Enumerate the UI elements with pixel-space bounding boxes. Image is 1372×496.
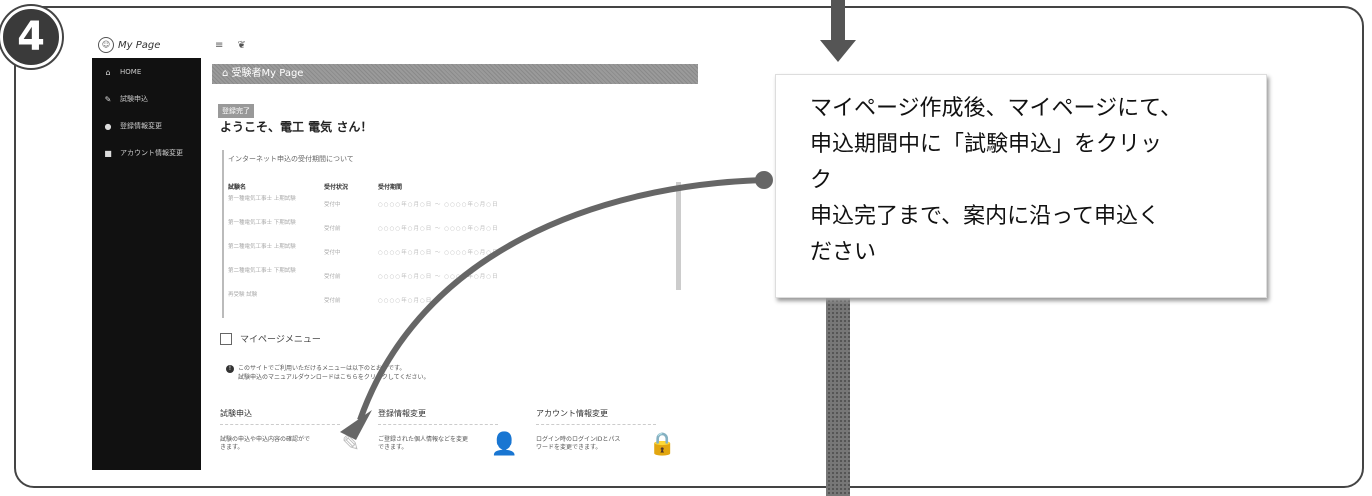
exam-status: 受付前 <box>324 298 341 304</box>
menu-heading-label: マイページメニュー <box>240 335 321 345</box>
exam-period: ○○○○年○月○日 ～ <box>378 298 442 304</box>
mypage-screenshot: ☺ My Page ⌂ HOME ✎ 試験申込 ● 登録情報変更 ■ アカウント… <box>92 32 704 470</box>
card-description: 試験の申込や申込内容の確認ができます。 <box>220 436 311 451</box>
exam-name: 第一種電気工事士 上期試験 <box>228 196 296 202</box>
menu-toggle-icon[interactable]: ≡ <box>215 39 224 51</box>
home-icon: ⌂ <box>105 67 111 77</box>
card-description: ご登録された個人情報などを変更できます。 <box>378 436 469 451</box>
info-icon: ! <box>226 365 234 373</box>
user-icon: ● <box>104 121 112 131</box>
exam-name: 第二種電気工事士 下期試験 <box>228 268 296 274</box>
page-title-banner: ⌂ 受験者My Page <box>212 64 698 84</box>
sidebar-item-exam-apply[interactable]: ✎ 試験申込 <box>92 91 201 107</box>
notice-title: インターネット申込の受付期間について <box>228 155 354 163</box>
card-account[interactable]: アカウント情報変更 ログイン時のログインIDとパスワードを変更できます。 🔒 <box>536 408 686 466</box>
flow-arrow-down <box>820 0 856 496</box>
sidebar-item-profile[interactable]: ● 登録情報変更 <box>92 118 201 134</box>
exam-status: 受付前 <box>324 274 341 280</box>
menu-heading: マイページメニュー <box>220 332 321 345</box>
card-description: ログイン時のログインIDとパスワードを変更できます。 <box>536 436 621 451</box>
table-row: 第二種電気工事士 下期試験 受付前 ○○○○年○月○日 ～ ○○○○年○月○日 <box>228 268 668 286</box>
pencil-icon: ✎ <box>104 94 112 104</box>
card-title: 試験申込 <box>220 409 252 418</box>
lock-icon: 🔒 <box>648 432 676 457</box>
logo-icon: ☺ <box>98 37 114 53</box>
exam-name: 第二種電気工事士 上期試験 <box>228 244 296 250</box>
info-message: ! このサイトでご利用いただけるメニューは以下のとおりです。 試験申込のマニュアル… <box>226 364 429 382</box>
instruction-text: マイページ作成後、マイページにて、 申込期間中に「試験申込」をクリッ ク 申込完… <box>810 96 1183 265</box>
brand-label: My Page <box>118 39 161 51</box>
exam-period: ○○○○年○月○日 ～ ○○○○年○月○日 <box>378 202 499 208</box>
welcome-message: ようこそ、電工 電気 さん！ <box>220 120 373 134</box>
table-row: 再受験 試験 受付前 ○○○○年○月○日 ～ <box>228 292 668 310</box>
exam-status: 受付前 <box>324 226 341 232</box>
card-title: 登録情報変更 <box>378 409 426 418</box>
table-row: 第一種電気工事士 下期試験 受付前 ○○○○年○月○日 ～ ○○○○年○月○日 <box>228 220 668 238</box>
exam-name: 第一種電気工事士 下期試験 <box>228 220 296 226</box>
exam-period: ○○○○年○月○日 ～ ○○○○年○月○日 <box>378 226 499 232</box>
divider <box>378 424 498 425</box>
divider <box>220 424 340 425</box>
info-text: このサイトでご利用いただけるメニューは以下のとおりです。 試験申込のマニュアルダ… <box>238 365 430 381</box>
scrollbar[interactable] <box>676 182 681 290</box>
table-row: 第二種電気工事士 上期試験 受付中 ○○○○年○月○日 ～ ○○○○年○月○日 <box>228 244 668 262</box>
step-number-badge: 4 <box>0 6 62 68</box>
sidebar-item-home[interactable]: ⌂ HOME <box>92 64 201 80</box>
status-badge: 登録完了 <box>218 104 254 118</box>
sidebar-item-label: アカウント情報変更 <box>120 149 183 157</box>
card-exam-apply[interactable]: 試験申込 試験の申込や申込内容の確認ができます。 ✎ <box>220 408 370 466</box>
exam-status: 受付中 <box>324 202 341 208</box>
lock-icon: ■ <box>104 148 112 158</box>
column-header: 試験名 <box>228 184 247 191</box>
page-title: 受験者My Page <box>231 68 304 79</box>
card-profile[interactable]: 登録情報変更 ご登録された個人情報などを変更できます。 👤 <box>378 408 528 466</box>
sidebar-item-account[interactable]: ■ アカウント情報変更 <box>92 145 201 161</box>
plant-icon: ❦ <box>237 39 246 51</box>
divider <box>536 424 656 425</box>
notice-box: インターネット申込の受付期間について 試験名 受付状況 受付期間 第一種電気工事… <box>222 150 686 318</box>
topbar: ≡ ❦ <box>201 32 704 58</box>
brand[interactable]: ☺ My Page <box>92 32 201 58</box>
sidebar: ☺ My Page ⌂ HOME ✎ 試験申込 ● 登録情報変更 ■ アカウント… <box>92 32 201 470</box>
menu-icon <box>220 332 232 345</box>
user-icon: 👤 <box>490 432 518 457</box>
exam-period: ○○○○年○月○日 ～ ○○○○年○月○日 <box>378 250 499 256</box>
instruction-callout: マイページ作成後、マイページにて、 申込期間中に「試験申込」をクリッ ク 申込完… <box>775 74 1267 298</box>
column-header: 受付状況 <box>324 184 349 191</box>
exam-status: 受付中 <box>324 250 341 256</box>
sidebar-item-label: 登録情報変更 <box>120 122 162 130</box>
exam-period: ○○○○年○月○日 ～ ○○○○年○月○日 <box>378 274 499 280</box>
pencil-icon: ✎ <box>341 432 360 457</box>
table-row: 第一種電気工事士 上期試験 受付中 ○○○○年○月○日 ～ ○○○○年○月○日 <box>228 196 668 214</box>
card-title: アカウント情報変更 <box>536 409 608 418</box>
column-header: 受付期間 <box>378 184 403 191</box>
sidebar-item-label: HOME <box>120 68 142 76</box>
home-icon: ⌂ <box>222 68 232 79</box>
exam-name: 再受験 試験 <box>228 292 258 298</box>
sidebar-item-label: 試験申込 <box>120 95 148 103</box>
